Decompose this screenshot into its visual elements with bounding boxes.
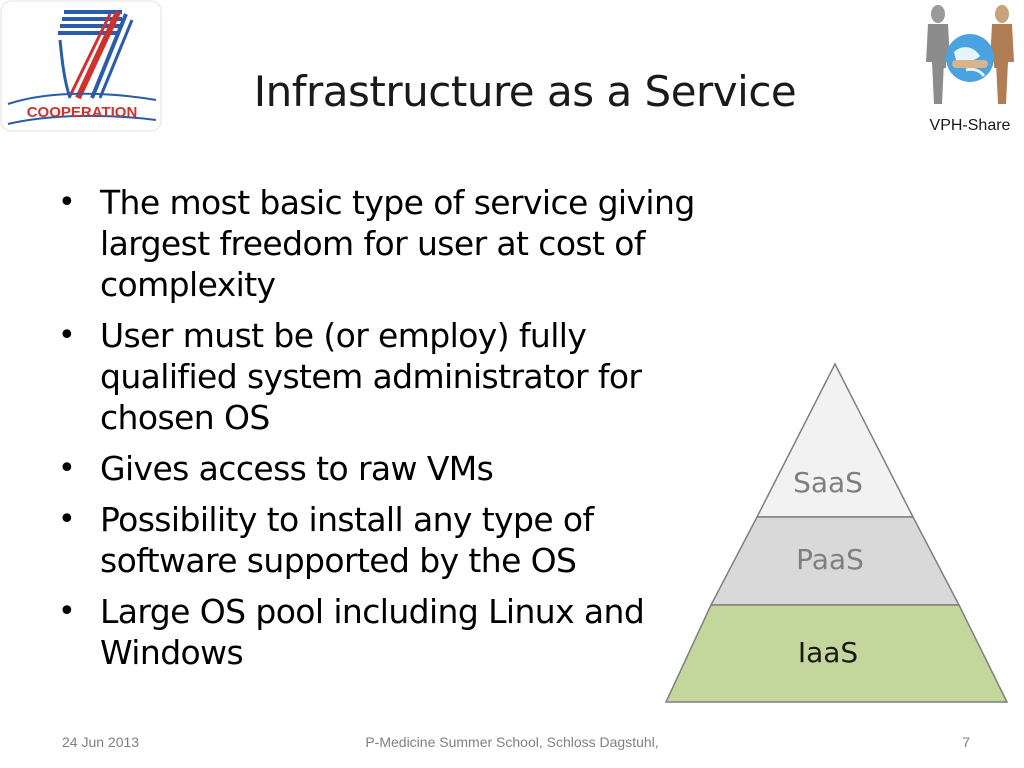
pyramid-level-iaas [664,604,1009,703]
bullet-item: • User must be (or employ) fully qualifi… [58,315,698,438]
bullet-item: • The most basic type of service giving … [58,182,698,305]
pyramid-label-iaas: IaaS [798,636,858,669]
fp7-cooperation-logo: COOPERATION [0,0,162,132]
logo-right-text: VPH-Share [930,117,1011,134]
vph-share-graphic: VPH-Share [926,5,1014,134]
bullet-text: Gives access to raw VMs [100,449,494,488]
pyramid-label-saas: SaaS [793,466,863,499]
bullet-dot-icon: • [58,502,76,537]
bullet-item: • Large OS pool including Linux and Wind… [58,591,698,673]
footer-page-number: 7 [962,734,970,750]
bullet-item: • Gives access to raw VMs [58,448,698,489]
bullet-text: Large OS pool including Linux and Window… [100,592,645,672]
bullet-dot-icon: • [58,318,76,353]
pyramid-label-paas: PaaS [796,543,864,576]
vph-share-logo: VPH-Share [916,0,1024,140]
footer-date: 24 Jun 2013 [62,734,140,750]
service-pyramid: SaaS PaaS IaaS [664,362,1009,703]
logo-left-text: COOPERATION [27,104,138,121]
bullet-text: Possibility to install any type of softw… [100,500,594,580]
bullet-dot-icon: • [58,185,76,220]
slide-title: Infrastructure as a Service [253,67,797,116]
footer-event: P-Medicine Summer School, Schloss Dagstu… [365,734,659,750]
bullet-text: The most basic type of service giving la… [100,183,695,304]
bullet-dot-icon: • [58,451,76,486]
bullet-text: User must be (or employ) fully qualified… [100,316,642,437]
fp7-logo-graphic: COOPERATION [0,0,162,132]
bullet-dot-icon: • [58,594,76,629]
bullet-list: • The most basic type of service giving … [58,182,698,683]
bullet-item: • Possibility to install any type of sof… [58,499,698,581]
